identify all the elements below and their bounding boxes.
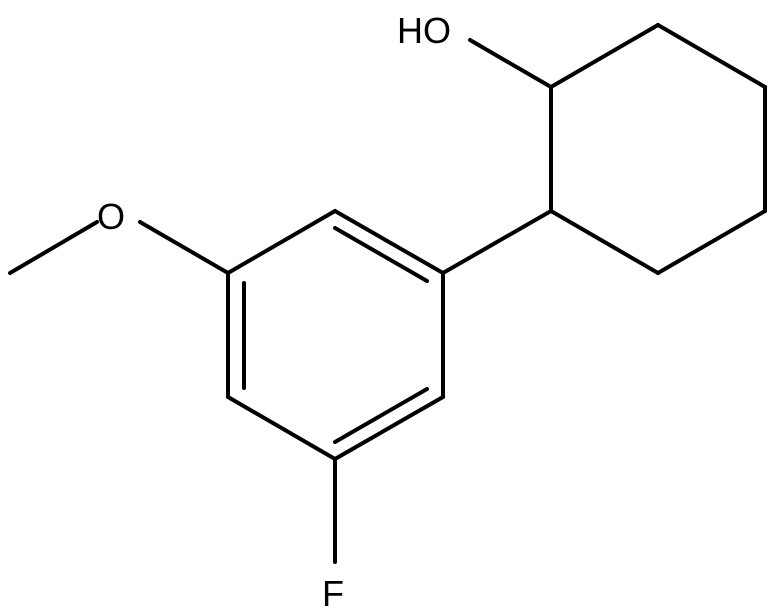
fluorine-label: F — [322, 573, 344, 614]
aromatic-bond-5 — [333, 395, 445, 461]
aromatic-bond-1 — [333, 209, 445, 275]
bond-c5-c6 — [549, 209, 660, 275]
bond-c1-oh — [468, 38, 553, 89]
bond-c6-aryl — [441, 209, 553, 275]
aromatic-bond-5-inner — [333, 387, 429, 444]
hydroxyl-label: HO — [397, 10, 451, 51]
bond-c1-c2 — [549, 23, 660, 89]
cyclohexane-ring — [549, 23, 767, 275]
benzene-ring — [226, 209, 445, 461]
aromatic-bond-4 — [226, 395, 337, 461]
aromatic-bond-2 — [226, 209, 337, 275]
bond-o-methyl — [8, 220, 99, 275]
bond-c4-c5 — [656, 209, 767, 275]
aromatic-bond-1-inner — [333, 226, 429, 283]
methoxy-oxygen-label: O — [97, 196, 125, 237]
bond-c2-c3 — [656, 23, 767, 89]
bond-aryl-o — [138, 220, 230, 275]
